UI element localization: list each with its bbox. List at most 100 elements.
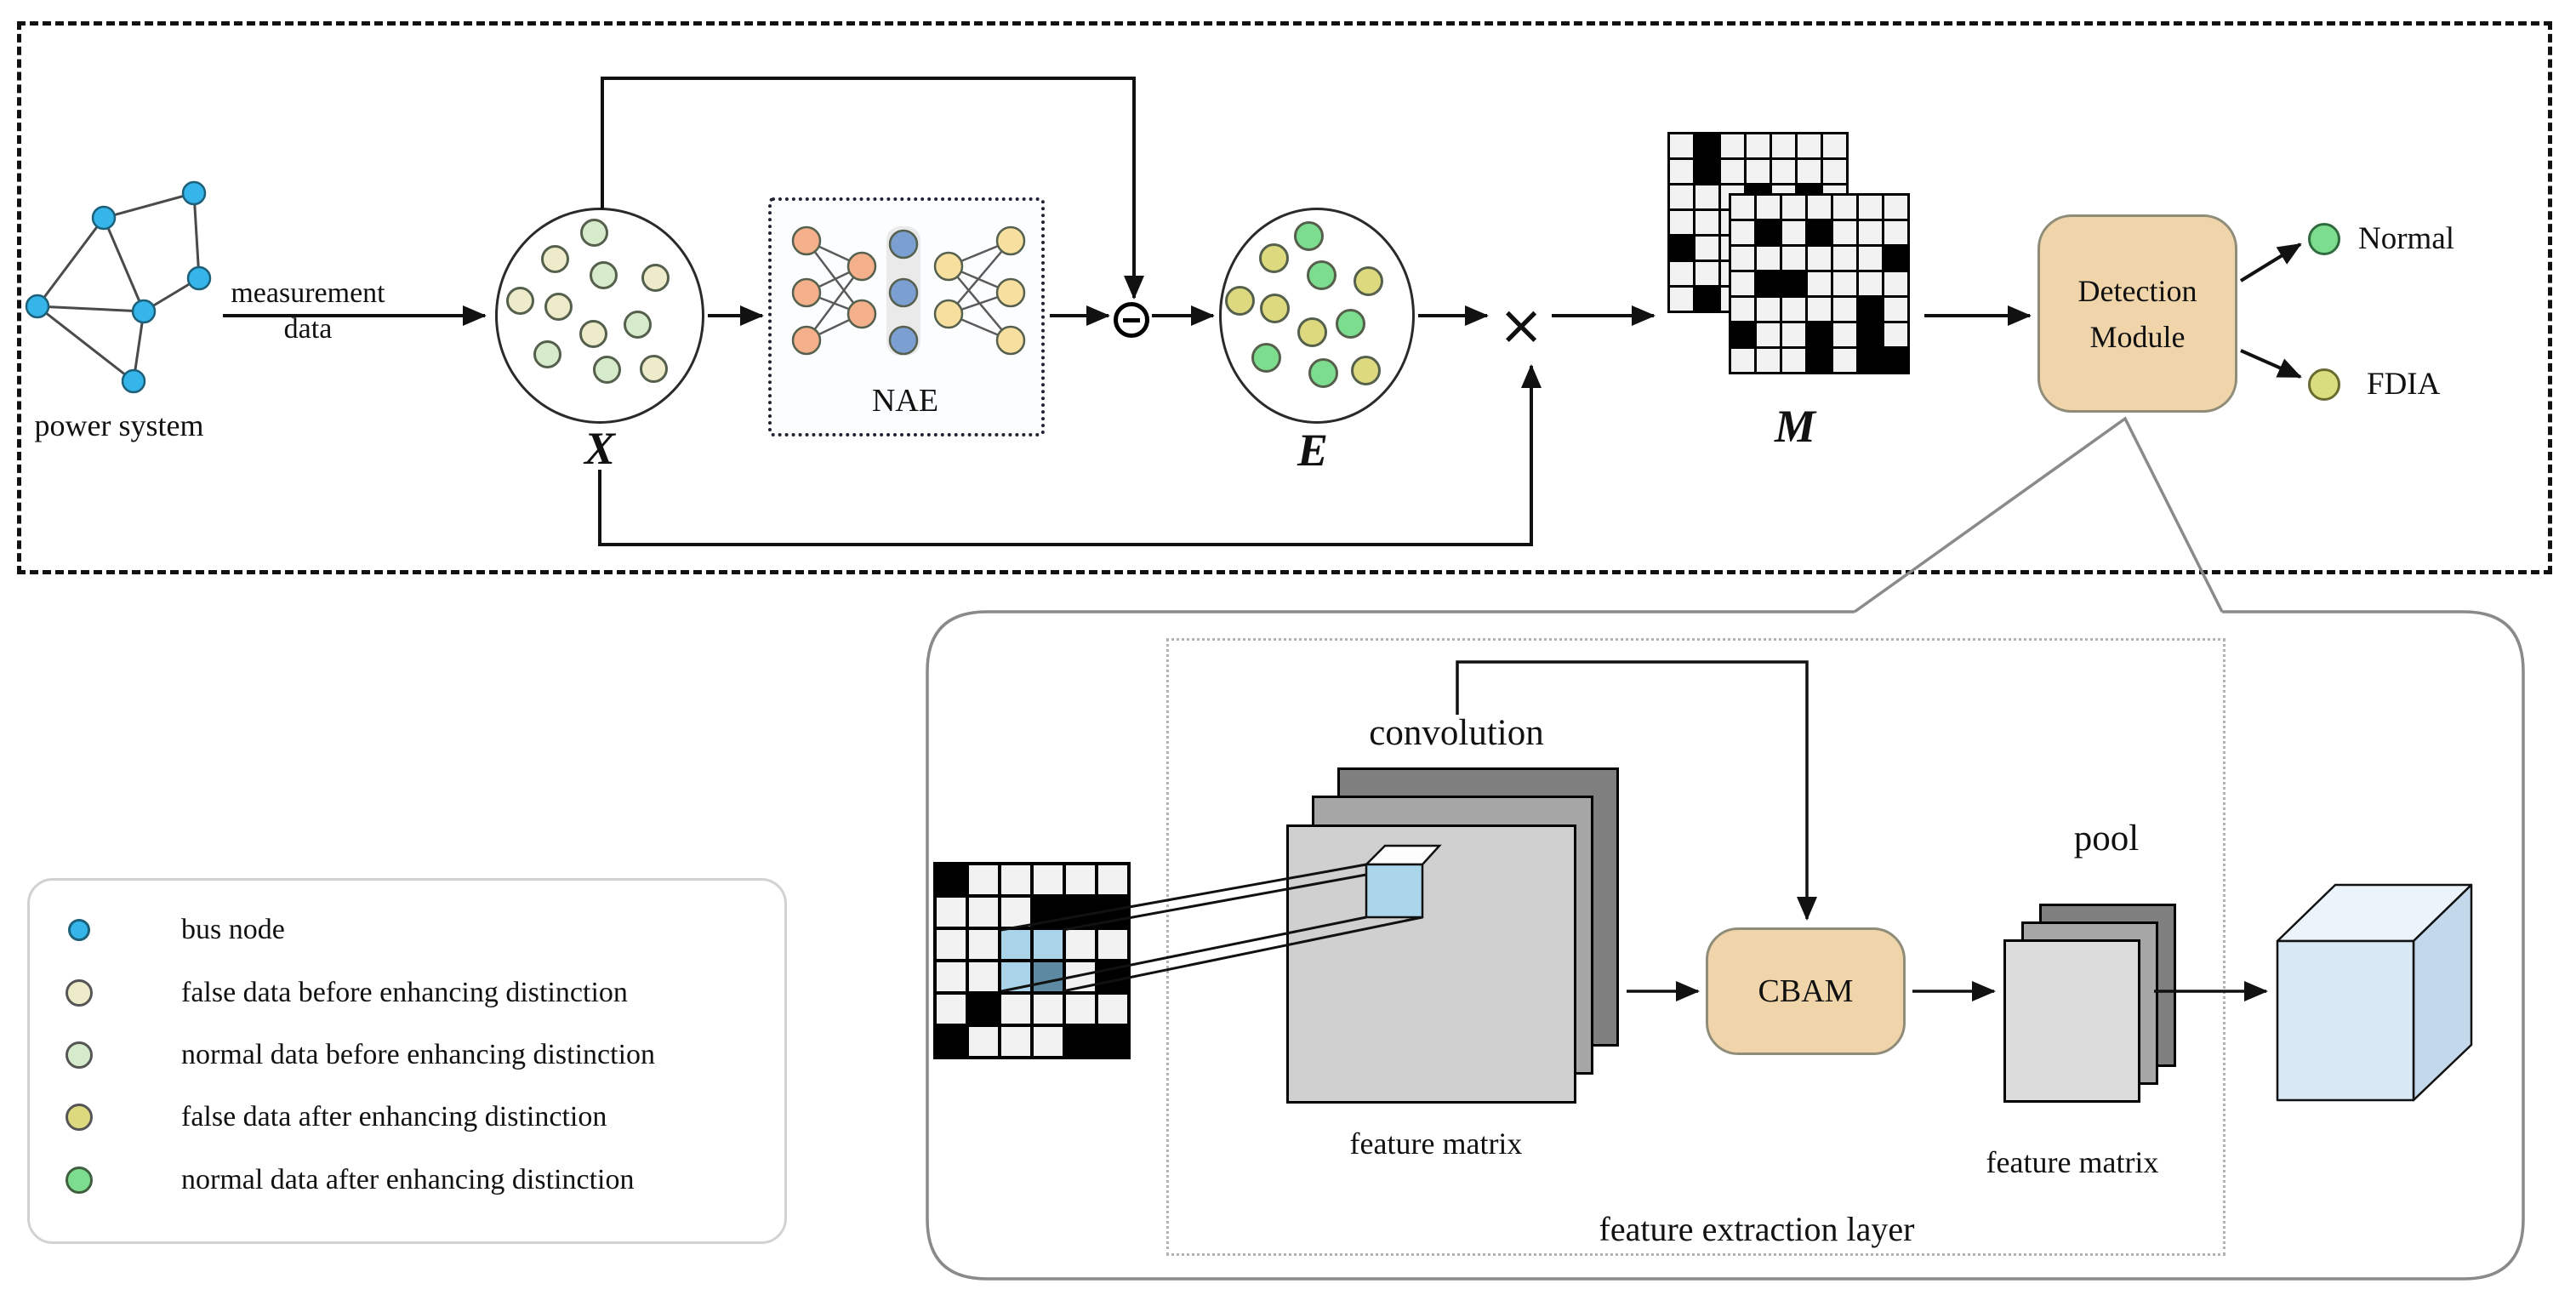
e-data-dot — [1306, 260, 1336, 290]
matrix-cell — [1757, 323, 1780, 346]
matrix-cell — [1731, 221, 1754, 244]
matrix-cell — [1731, 272, 1754, 295]
cube-side-face — [2412, 883, 2473, 1102]
matrix-cell — [969, 930, 998, 959]
matrix-cell — [1833, 247, 1856, 270]
matrix-cell — [937, 1027, 966, 1056]
matrix-cell — [969, 898, 998, 927]
legend-label: bus node — [181, 914, 285, 945]
matrix-cell — [1695, 160, 1718, 183]
matrix-cell — [1859, 221, 1882, 244]
matrix-cell — [1833, 298, 1856, 321]
matrix-cell — [1001, 865, 1030, 894]
legend-dot — [66, 979, 93, 1007]
mask-matrix-label: M — [1774, 401, 1815, 452]
feature-extraction-label: feature extraction layer — [1599, 1209, 1915, 1248]
e-data-dot — [1259, 293, 1290, 323]
matrix-cell — [1695, 288, 1718, 311]
matrix-cell — [1833, 323, 1856, 346]
matrix-cell — [1772, 134, 1795, 157]
matrix-cell — [1731, 298, 1754, 321]
matrix-cell — [937, 995, 966, 1024]
matrix-cell — [1034, 995, 1063, 1024]
legend-dot — [66, 1041, 93, 1069]
matrix-cell — [1859, 247, 1882, 270]
matrix-cell — [1757, 272, 1780, 295]
feature-matrix-left-label: feature matrix — [1349, 1127, 1523, 1161]
matrix-cell — [1782, 349, 1805, 372]
convolution-label: convolution — [1369, 712, 1544, 753]
input-matrix — [933, 862, 1131, 1059]
e-data-dot — [1350, 355, 1381, 385]
x-data-dot — [533, 339, 561, 368]
matrix-cell — [1695, 211, 1718, 234]
x-data-dot — [579, 218, 608, 247]
matrix-cell — [1884, 247, 1907, 270]
matrix-cell — [1670, 134, 1693, 157]
power-system-label: power system — [34, 408, 204, 442]
matrix-cell — [1808, 196, 1831, 219]
nae-label: NAE — [871, 383, 939, 419]
cbam-label: CBAM — [1758, 973, 1854, 1009]
matrix-cell — [1695, 185, 1718, 208]
measurement-label-line2: data — [283, 313, 333, 345]
matrix-cell — [1833, 272, 1856, 295]
cbam-box: CBAM — [1706, 927, 1906, 1055]
matrix-cell — [969, 1027, 998, 1056]
matrix-cell — [1695, 134, 1718, 157]
matrix-cell — [1808, 298, 1831, 321]
matrix-cell — [1782, 196, 1805, 219]
legend-item: false data after enhancing distinction — [30, 1098, 784, 1136]
matrix-cell — [1808, 221, 1831, 244]
matrix-cell — [1670, 211, 1693, 234]
matrix-cell — [1066, 962, 1095, 991]
matrix-cell — [1695, 237, 1718, 260]
matrix-cell — [1747, 134, 1770, 157]
matrix-cell — [1098, 930, 1127, 959]
output-normal-label: Normal — [2358, 221, 2455, 256]
matrix-cell — [1001, 930, 1030, 959]
matrix-cell — [1670, 262, 1693, 285]
legend-item: normal data before enhancing distinction — [30, 1036, 784, 1074]
matrix-cell — [1823, 134, 1846, 157]
matrix-cell — [1782, 221, 1805, 244]
pool-label: pool — [2073, 818, 2140, 859]
x-data-dot — [589, 260, 618, 289]
matrix-cell — [1859, 272, 1882, 295]
x-data-dot — [540, 244, 569, 273]
output-cube — [2276, 883, 2473, 1102]
matrix-cell — [1098, 898, 1127, 927]
matrix-cell — [1833, 349, 1856, 372]
e-set-label: E — [1297, 425, 1329, 476]
matrix-cell — [1066, 995, 1095, 1024]
matrix-cell — [1757, 349, 1780, 372]
matrix-cell — [1731, 349, 1754, 372]
matrix-cell — [1670, 237, 1693, 260]
legend-label: normal data before enhancing distinction — [181, 1039, 656, 1070]
matrix-cell — [1772, 160, 1795, 183]
feature-matrix-right-label: feature matrix — [1986, 1145, 2159, 1179]
matrix-cell — [1747, 160, 1770, 183]
matrix-cell — [1833, 196, 1856, 219]
matrix-cell — [1001, 995, 1030, 1024]
x-data-dot — [578, 319, 607, 348]
matrix-cell — [1808, 349, 1831, 372]
matrix-cell — [1001, 898, 1030, 927]
matrix-cell — [1034, 930, 1063, 959]
legend-dot — [66, 1167, 93, 1194]
detection-module-box: Detection Module — [2037, 214, 2237, 413]
cube-top-face — [2276, 883, 2473, 943]
matrix-cell — [937, 930, 966, 959]
matrix-cell — [1884, 298, 1907, 321]
matrix-cell — [1034, 898, 1063, 927]
matrix-cell — [1098, 962, 1127, 991]
matrix-cell — [1884, 323, 1907, 346]
cube-front-face — [2276, 939, 2415, 1102]
legend-dot — [66, 1104, 93, 1131]
x-data-dot — [592, 355, 621, 384]
minus-bar — [1123, 317, 1140, 322]
conv-feature-map-front — [1286, 824, 1576, 1104]
matrix-cell — [1782, 298, 1805, 321]
matrix-cell — [1859, 349, 1882, 372]
legend-dot — [68, 919, 90, 941]
